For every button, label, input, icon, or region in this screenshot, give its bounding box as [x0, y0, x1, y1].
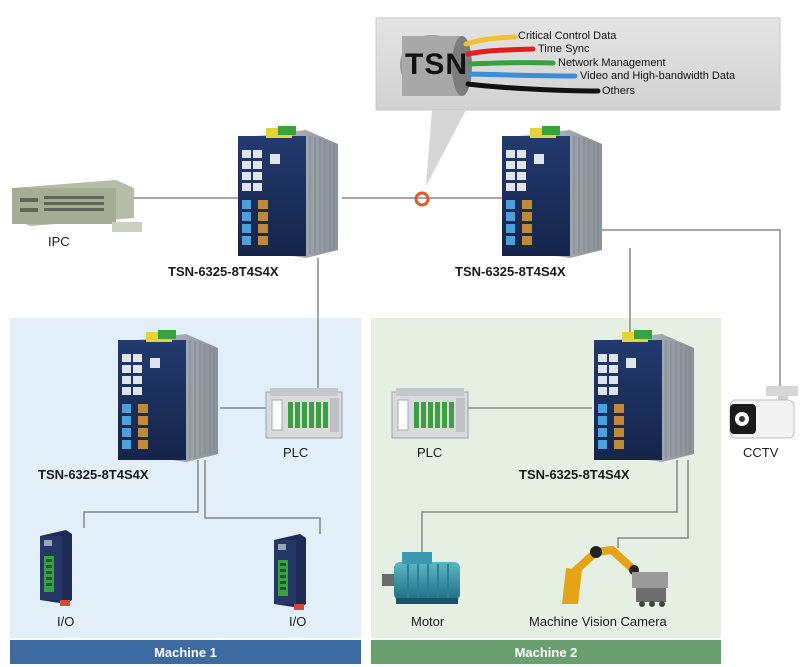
io-right-label: I/O — [289, 614, 307, 629]
machine1-bar: Machine 1 — [10, 640, 361, 664]
io-right-device — [274, 534, 306, 610]
tsn-switch-machine2 — [593, 329, 695, 463]
plc-machine1-label: PLC — [283, 445, 309, 460]
plc-machine2-device — [391, 387, 469, 439]
switch-top-left-label: TSN-6325-8T4S4X — [168, 264, 279, 279]
ipc-label: IPC — [48, 234, 70, 249]
switch-machine2-label: TSN-6325-8T4S4X — [519, 467, 630, 482]
ipc-server — [12, 180, 142, 232]
others-cable — [465, 81, 601, 94]
camera-label: Machine Vision Camera — [529, 614, 667, 629]
netmgmt-cable — [467, 60, 556, 67]
tsn-switch-top-right — [501, 125, 603, 259]
tsn-callout — [375, 17, 781, 207]
machine2-bar: Machine 2 — [371, 640, 721, 664]
io-left-device — [40, 530, 72, 606]
legend-video-data: Video and High-bandwidth Data — [580, 70, 736, 82]
tsn-title: TSN — [405, 48, 468, 81]
cctv-camera — [729, 386, 798, 439]
plc-machine2-label: PLC — [417, 445, 443, 460]
io-left-label: I/O — [57, 614, 75, 629]
legend-others: Others — [602, 85, 636, 97]
tsn-switch-machine1 — [117, 329, 219, 463]
tsn-link-marker — [414, 191, 430, 207]
video-cable — [467, 71, 578, 79]
motor-label: Motor — [411, 614, 445, 629]
legend-critical-control: Critical Control Data — [518, 30, 617, 42]
legend-time-sync: Time Sync — [538, 43, 590, 55]
switch-top-right-label: TSN-6325-8T4S4X — [455, 264, 566, 279]
machine-vision-camera-device — [562, 546, 668, 607]
plc-machine1-device — [265, 387, 343, 439]
network-links — [83, 197, 781, 560]
cctv-label: CCTV — [743, 445, 779, 460]
timesync-cable — [465, 46, 536, 57]
motor-device — [382, 552, 460, 604]
critical-cable — [463, 34, 518, 47]
switch-machine1-label: TSN-6325-8T4S4X — [38, 467, 149, 482]
tsn-switch-top-left — [237, 125, 339, 259]
legend-network-management: Network Management — [558, 57, 666, 69]
